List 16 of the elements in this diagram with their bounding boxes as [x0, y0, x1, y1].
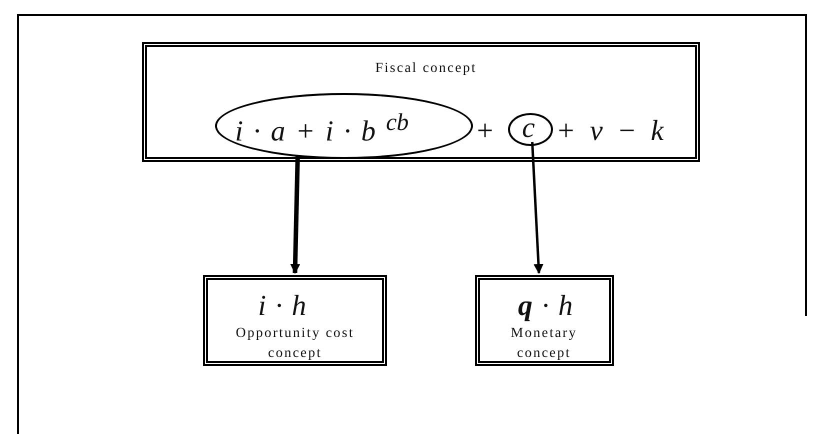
formula: i · h [258, 290, 306, 323]
formula-term: c [522, 112, 535, 145]
ellipse-outline [508, 113, 553, 146]
arrow [290, 154, 300, 274]
concept-box [475, 275, 614, 366]
ellipse-outline [215, 93, 473, 159]
formula: q · h [518, 290, 573, 323]
concept-box [203, 275, 387, 366]
concept-box [142, 42, 700, 162]
arrow [531, 142, 544, 274]
formula-term: + [475, 115, 495, 148]
formula-term: + v − k [556, 115, 664, 148]
formula-term: i · a + i · b $^{cb}$ [235, 109, 409, 149]
concept-label: Monetary concept [510, 325, 578, 363]
concept-label: Opportunity cost concept [234, 325, 356, 363]
heading: Fiscal concept [374, 60, 478, 78]
